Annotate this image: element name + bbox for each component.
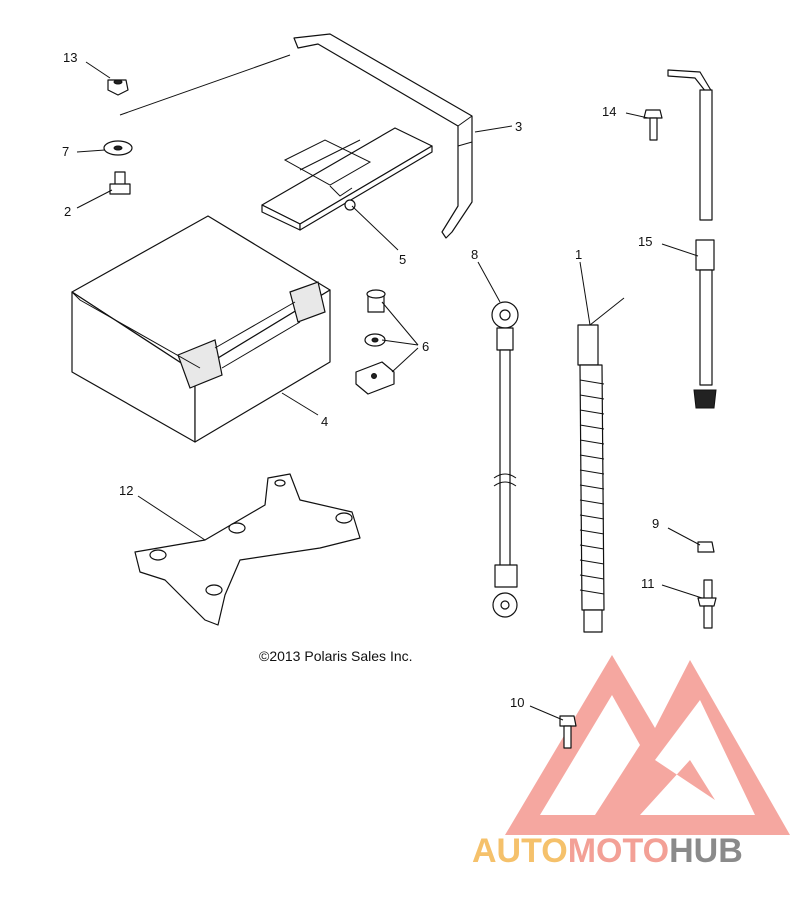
callout-4: 4	[321, 414, 328, 429]
callout-10: 10	[510, 695, 524, 710]
part-7-washer	[103, 140, 133, 156]
watermark-moto: MOTO	[567, 832, 670, 870]
part-6-hardware	[355, 289, 395, 395]
callout-leaders	[76, 61, 703, 721]
callout-15: 15	[638, 234, 652, 249]
callout-1: 1	[575, 247, 582, 262]
callout-13: 13	[63, 50, 77, 65]
part-14-bolt	[643, 109, 663, 141]
watermark-hub: HUB	[669, 832, 743, 870]
part-10-bolt	[559, 715, 577, 749]
part-8-cable	[491, 301, 519, 618]
part-9-nut	[697, 541, 715, 553]
callout-11: 11	[641, 576, 655, 591]
callout-14: 14	[602, 104, 616, 119]
callout-3: 3	[515, 119, 522, 134]
watermark-brand: AUTOMOTOHUB	[472, 832, 743, 871]
callout-5: 5	[399, 252, 406, 267]
part-12-battery-bracket	[134, 473, 361, 626]
callout-8: 8	[471, 247, 478, 262]
watermark-logo-icon	[505, 655, 790, 835]
part-13-nut	[107, 79, 129, 96]
part-11-stud	[697, 579, 717, 629]
callout-6: 6	[422, 339, 429, 354]
callout-2: 2	[64, 204, 71, 219]
callout-7: 7	[62, 144, 69, 159]
watermark-auto: AUTO	[472, 832, 568, 870]
part-1-vent-tube	[577, 297, 625, 633]
part-2-bolt	[109, 171, 131, 195]
part-3-hold-down-bracket	[119, 33, 473, 239]
part-15-cable	[667, 69, 717, 409]
callout-12: 12	[119, 483, 133, 498]
copyright-text: ©2013 Polaris Sales Inc.	[259, 648, 413, 664]
part-4-battery	[71, 215, 331, 443]
callout-9: 9	[652, 516, 659, 531]
part-5-battery-retainer	[261, 127, 433, 231]
